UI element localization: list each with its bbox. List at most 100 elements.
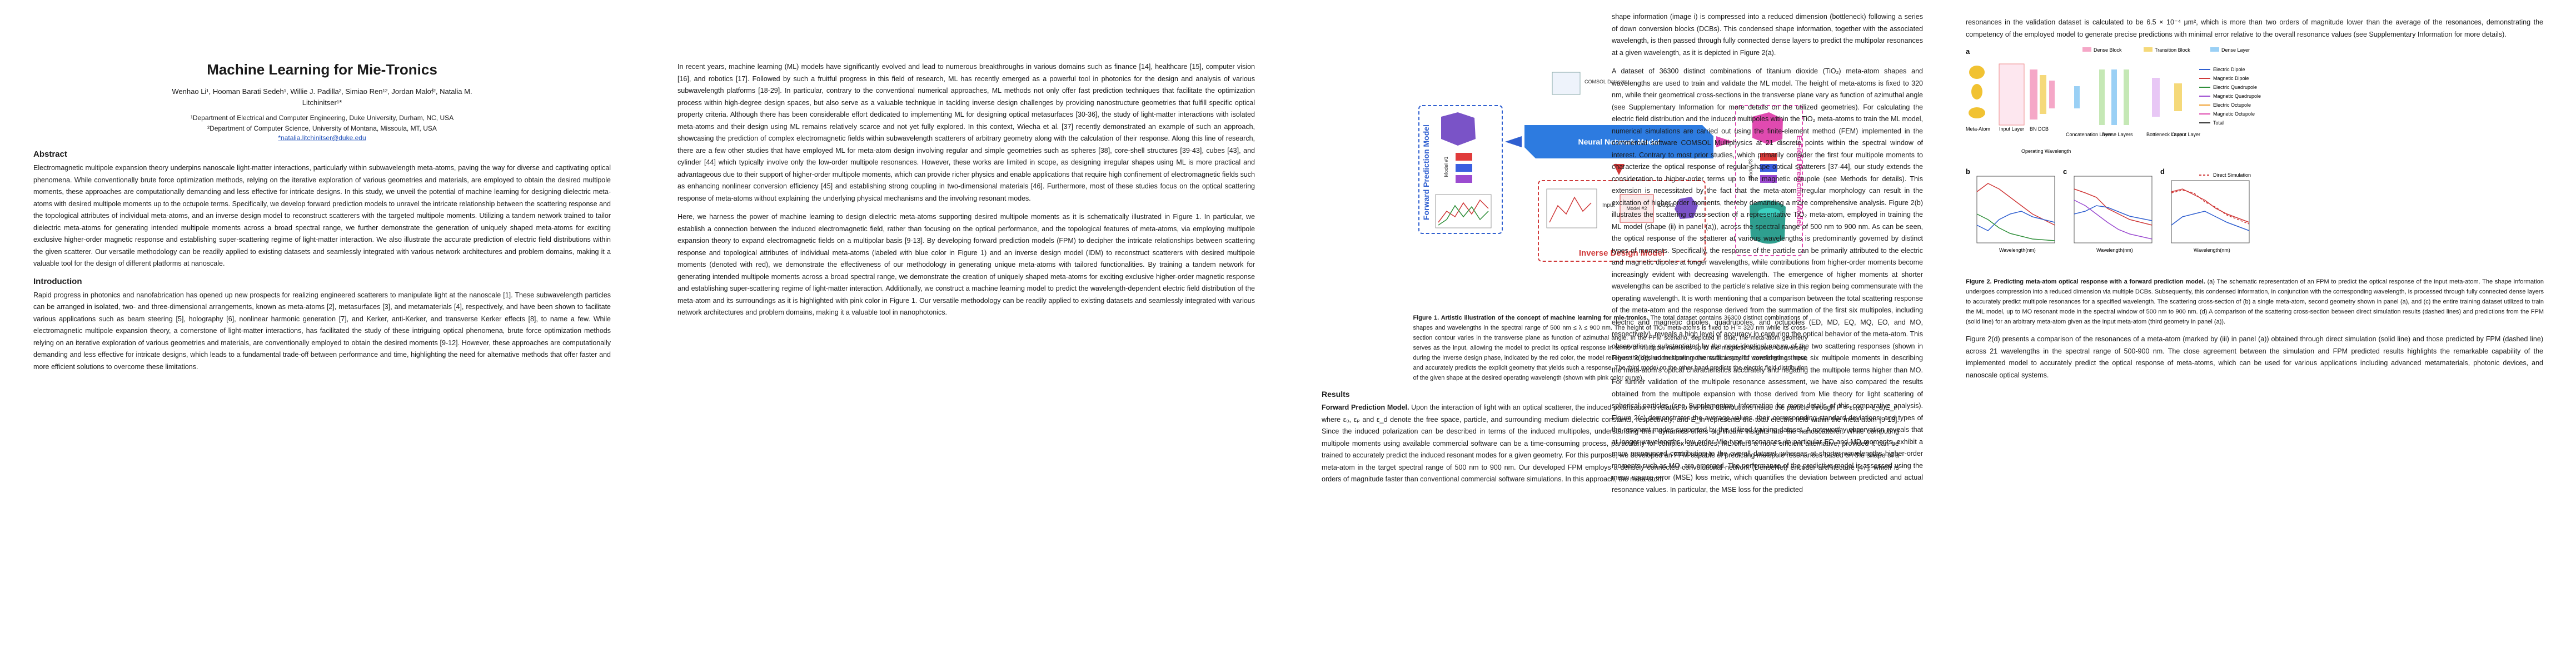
panel-c-label: c <box>2063 167 2067 176</box>
approach-paragraph: Here, we harness the power of machine le… <box>677 213 1255 316</box>
efield-model-frame <box>1735 105 1803 256</box>
panel-c-ed-line <box>2074 205 2153 221</box>
forward-model-runin: Forward Prediction Model. <box>1322 404 1409 411</box>
dense-layer-3 <box>2124 69 2129 125</box>
legend-item-ed: Electric Dipole <box>2213 67 2245 72</box>
panel-c-axes <box>2074 176 2153 243</box>
legend-item-total: Total <box>2213 120 2224 126</box>
dense-block-legend: Dense Block <box>2094 47 2122 53</box>
panel-d-label: d <box>2160 167 2165 176</box>
affiliation-2: ²Department of Computer Science, Univers… <box>207 125 437 132</box>
meta-atom-shape-forward <box>1441 112 1476 146</box>
inverse-output-label: Output <box>1658 202 1675 208</box>
multipole-legend: Electric Dipole Magnetic Dipole Electric… <box>2199 67 2261 126</box>
figure-1-caption-title: Figure 1. Artistic illustration of the c… <box>1413 315 1648 321</box>
page-2: In recent years, machine learning (ML) m… <box>644 0 1288 667</box>
panel-b-ed-line <box>1976 211 2055 231</box>
left-arrow-icon <box>1504 136 1522 147</box>
panel-c-mq-line <box>2074 200 2153 240</box>
figure-1-caption-text: The total dataset contains 36300 distinc… <box>1413 315 1808 381</box>
inverse-input-label: Input <box>1602 202 1615 208</box>
panel-d-simulated-line <box>2171 190 2250 225</box>
figure-2d-paragraph: Figure 2(d) presents a comparison of the… <box>1966 335 2543 379</box>
forward-spectrum-line-2 <box>1438 205 1489 226</box>
transition-block-legend-swatch <box>2144 47 2153 52</box>
inverse-spectrum-line <box>1548 196 1592 223</box>
input-layer-label: Input Layer <box>1999 126 2024 132</box>
dcb-3 <box>2049 81 2055 108</box>
efield-output-block <box>1760 175 1777 183</box>
abstract-heading: Abstract <box>33 150 67 159</box>
corresponding-email-link[interactable]: *natalia.litchinitser@duke.edu <box>278 134 366 142</box>
dcb-2 <box>2040 75 2046 114</box>
forward-model-label: Forward Prediction Model <box>1422 125 1431 220</box>
affiliation-1: ¹Department of Electrical and Computer E… <box>190 114 454 122</box>
author-list: Wenhao Li¹, Hooman Barati Sedeh¹, Willie… <box>172 87 472 107</box>
output-layer-label: Output Layer <box>2171 132 2200 137</box>
col4-validation-paragraph: resonances in the validation dataset is … <box>1966 18 2543 38</box>
output-layer-block <box>2174 83 2182 111</box>
panel-d-xlabel: Wavelength(nm) <box>2194 247 2230 253</box>
inverse-model-frame <box>1537 180 1706 262</box>
densenet-continuation-paragraph: shape information (image i) is compresse… <box>1612 13 1923 57</box>
dense-block-legend-swatch <box>2082 47 2091 52</box>
legend-item-eo: Electric Octupole <box>2213 102 2251 108</box>
model2-label: Model #2 <box>1626 206 1647 211</box>
meta-atom-iii <box>1969 107 1985 118</box>
panel-c-xlabel: Wavelength(nm) <box>2096 247 2133 253</box>
right-arrow-icon <box>1716 136 1733 147</box>
bottleneck-layer-block <box>2152 78 2160 117</box>
dataset-paragraph: A dataset of 36300 distinct combinations… <box>1612 67 1923 494</box>
introduction-text: Rapid progress in photonics and nanofabr… <box>33 291 611 371</box>
bottleneck-layer-label: Bottleneck Layer <box>2146 132 2184 137</box>
transition-block-legend: Transition Block <box>2155 47 2190 53</box>
abstract-text: Electromagnetic multipole expansion theo… <box>33 164 611 267</box>
model1-label: Model #1 <box>1443 156 1449 177</box>
figure-2-illustration: a Dense Block Transition Block Dense Lay… <box>1966 47 2261 253</box>
inverse-model-label: Inverse Design Model <box>1578 248 1664 258</box>
forward-hidden-block <box>1455 164 1472 172</box>
concat-layer-block <box>2074 86 2080 108</box>
legend-item-eq: Electric Quadrupole <box>2213 84 2257 90</box>
efield-hidden-block <box>1760 164 1777 172</box>
panel-d-ed-line <box>2171 211 2250 231</box>
forward-spectrum-plot <box>1435 194 1491 228</box>
page-3: Forward Prediction Model Model #1 COMSOL… <box>1288 0 1932 667</box>
panel-b-axes <box>1976 176 2055 243</box>
dense-layer-legend: Dense Layer <box>2221 47 2250 53</box>
comsol-dataset-icon <box>1552 72 1580 95</box>
figure-2-caption-text: (a) The schematic representation of an F… <box>1966 278 2544 325</box>
down-arrow-icon <box>1613 164 1625 175</box>
meta-atom-i <box>1969 66 1985 79</box>
comsol-label: COMSOL Datasets <box>1585 79 1627 84</box>
introduction-heading: Introduction <box>33 276 82 286</box>
model3-label: Model #3 <box>1748 159 1753 180</box>
inverse-spectrum-plot <box>1546 188 1597 228</box>
forward-model-paragraph: Forward Prediction Model. Upon the inter… <box>1322 402 1899 486</box>
meta-atom-label: Meta-Atom <box>1966 126 1990 132</box>
efield-input-block <box>1760 153 1777 161</box>
page-1: Machine Learning for Mie-Tronics Wenhao … <box>0 0 644 667</box>
paper-title: Machine Learning for Mie-Tronics <box>207 61 437 78</box>
results-heading: Results <box>1322 390 1350 399</box>
forward-output-block <box>1455 175 1472 183</box>
neural-network-label: Neural Network Model <box>1578 137 1660 146</box>
legend-item-md: Magnetic Dipole <box>2213 76 2249 81</box>
efield-highlight <box>1757 208 1780 217</box>
figure-2-caption-title: Figure 2. Predicting meta-atom optical r… <box>1966 278 2205 285</box>
panel-b-label: b <box>1966 167 1970 176</box>
page-3-right-column: shape information (image i) is compresse… <box>1612 0 1923 667</box>
neural-network-slab <box>1524 125 1713 158</box>
figure-2: a Dense Block Transition Block Dense Lay… <box>1966 47 2544 327</box>
panel-a-label: a <box>1966 47 1970 56</box>
forward-model-frame <box>1418 105 1503 234</box>
meta-atom-shape-efield <box>1752 112 1783 145</box>
panel-d-predicted-line <box>2171 188 2250 223</box>
panel-b-md-line <box>1976 183 2055 226</box>
concatenation-layer-label: Concatenation Layer <box>2066 132 2112 137</box>
meta-atom-shape-inverse <box>1674 197 1698 219</box>
panel-b-xlabel: Wavelength(nm) <box>1999 247 2036 253</box>
dcb-1 <box>2030 69 2037 120</box>
dense-layer-legend-swatch <box>2210 47 2219 52</box>
forward-spectrum-line-1 <box>1437 199 1489 223</box>
